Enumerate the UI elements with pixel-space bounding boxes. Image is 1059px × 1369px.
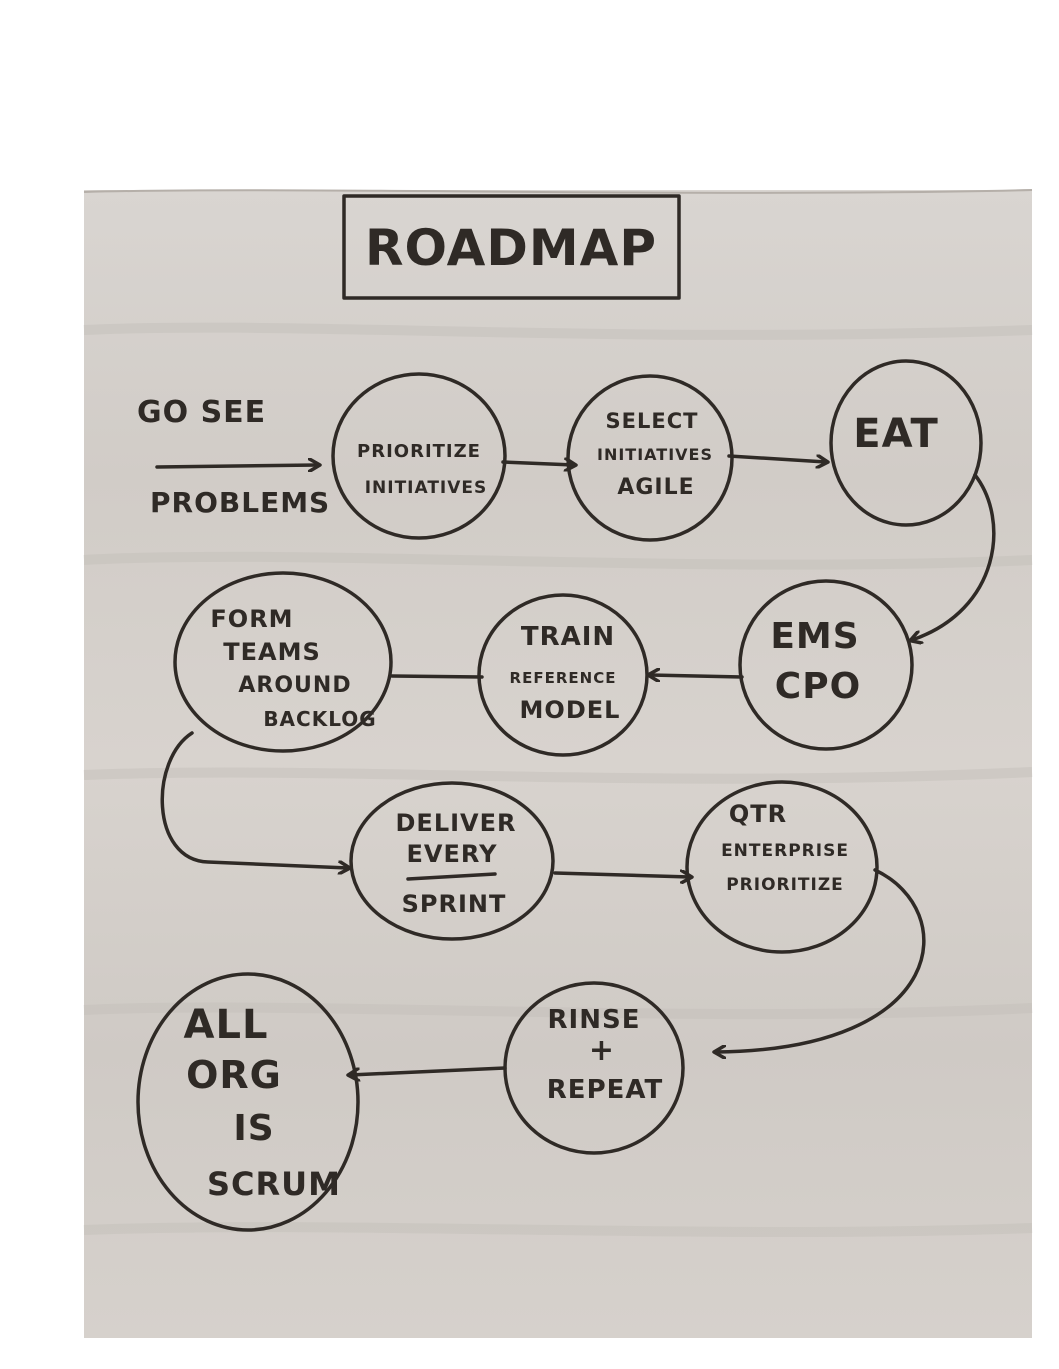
step-label-line: FORM — [210, 605, 293, 633]
step-circle — [136, 972, 360, 1232]
arrow-ems-to-train — [650, 675, 744, 677]
step-circle — [173, 571, 393, 753]
paper-wrinkles — [83, 322, 1033, 1237]
step-label-line: RINSE — [548, 1005, 641, 1035]
step-circle — [738, 579, 914, 751]
step-circle — [331, 372, 507, 540]
paper-top-edge — [83, 189, 1033, 194]
step-label-line: SCRUM — [207, 1165, 341, 1203]
step-qtr: QTR ENTERPRISE PRIORITIZE — [685, 780, 879, 954]
arrow-prioritize-to-select — [501, 462, 574, 465]
step-label-line: BACKLOG — [263, 707, 376, 731]
step-all-org: ALL ORG IS SCRUM — [136, 972, 360, 1232]
step-label-line: + — [589, 1033, 615, 1068]
step-label-line: REFERENCE — [510, 669, 617, 687]
step-label-line: INITIATIVES — [597, 445, 713, 464]
step-label-line: ORG — [186, 1053, 282, 1097]
step-circle — [566, 374, 734, 542]
step-label-line: TEAMS — [223, 638, 321, 666]
arrow-eat-to-ems — [912, 473, 996, 640]
arrow-deliver-to-qtr — [553, 873, 690, 877]
step-label-line: AROUND — [238, 673, 351, 698]
step-select: SELECT INITIATIVES AGILE — [566, 374, 734, 542]
step-label-line: IS — [233, 1108, 274, 1149]
step-train: TRAIN REFERENCE MODEL — [477, 593, 649, 757]
step-label-line: SPRINT — [402, 890, 507, 918]
step-circle — [503, 981, 685, 1155]
step-label-line: ALL — [184, 1002, 269, 1048]
step-label-line: INITIATIVES — [365, 478, 488, 498]
deliver-underline — [406, 872, 497, 881]
step-label-line: TRAIN — [521, 622, 615, 652]
step-deliver: DELIVER EVERY SPRINT — [349, 781, 555, 941]
step-rinse: RINSE + REPEAT — [503, 981, 685, 1155]
step-label-line: QTR — [729, 800, 787, 828]
roadmap-title: ROADMAP — [365, 219, 657, 277]
step-circle — [685, 780, 879, 954]
line-train-to-form — [390, 674, 484, 679]
step-label-line: PRIORITIZE — [726, 875, 844, 895]
step-label-line: SELECT — [606, 409, 699, 433]
arrow-rinse-to-all — [350, 1066, 507, 1075]
step-label-line: EMS — [770, 616, 859, 657]
arrow-qtr-to-rinse — [716, 868, 926, 1052]
go-see-label: GO SEE — [137, 395, 266, 430]
step-label-line: AGILE — [617, 475, 694, 500]
problems-label: PROBLEMS — [150, 486, 330, 519]
connectors — [160, 454, 996, 1075]
step-circle — [349, 781, 555, 941]
step-circle — [477, 593, 649, 757]
step-ems-cpo: EMS CPO — [738, 579, 914, 751]
step-label-line: ENTERPRISE — [721, 841, 849, 861]
arrow-form-to-deliver — [160, 731, 348, 868]
step-label-line: CPO — [775, 666, 861, 707]
step-label-line: DELIVER — [396, 809, 517, 837]
step-circle — [829, 359, 983, 527]
title-box: ROADMAP — [342, 194, 681, 300]
step-label-line: PRIORITIZE — [357, 441, 481, 462]
arrow-select-to-eat — [727, 454, 826, 462]
step-label-line: MODEL — [520, 696, 621, 724]
intro-arrow — [155, 465, 318, 467]
step-eat: EAT — [829, 359, 983, 527]
step-form-teams: FORM TEAMS AROUND BACKLOG — [173, 571, 393, 753]
step-label-line: REPEAT — [547, 1075, 663, 1105]
step-prioritize: PRIORITIZE INITIATIVES — [331, 372, 507, 540]
step-label-line: EAT — [853, 411, 938, 457]
step-label-line: EVERY — [407, 840, 498, 868]
